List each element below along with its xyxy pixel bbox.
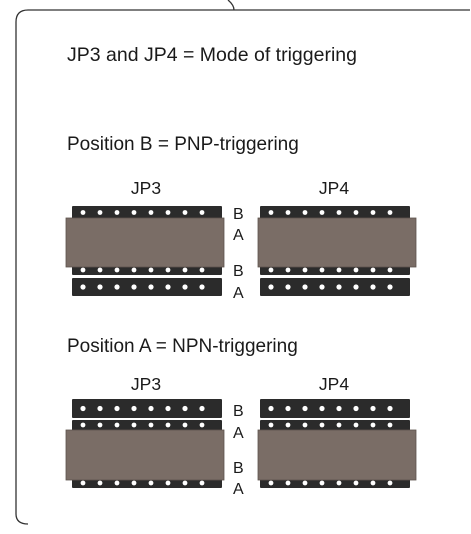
row-label: A [233, 227, 244, 244]
right-pin-header-b-top [260, 399, 410, 418]
diagram-title: JP3 and JP4 = Mode of triggering [67, 44, 357, 66]
left-jumper-label: JP3 [131, 374, 161, 394]
right-jumper-label: JP4 [319, 374, 349, 394]
left-jumper-block [65, 429, 225, 481]
right-pin-header-a-top [260, 420, 410, 432]
row-label: B [233, 263, 244, 280]
panel-frame [15, 9, 470, 525]
row-label: B [233, 460, 244, 477]
left-pin-header-a-top [72, 420, 222, 432]
row-label: A [233, 481, 244, 498]
section-heading: Position B = PNP-triggering [67, 134, 299, 155]
row-label: B [233, 206, 244, 223]
row-label: A [233, 425, 244, 442]
left-jumper-label: JP3 [131, 178, 161, 198]
right-jumper-block [257, 217, 417, 268]
section-npn: Position A = NPN-triggering JP3 JP4 [65, 336, 417, 498]
right-jumper-block [257, 429, 417, 481]
left-pin-header-a-bottom [72, 278, 222, 296]
row-label: B [233, 403, 244, 420]
left-jumper-block [65, 217, 225, 268]
right-pin-header-b-top [260, 206, 410, 219]
frame-notch [227, 0, 235, 11]
right-pin-header-a-bottom [260, 278, 410, 296]
section-heading: Position A = NPN-triggering [67, 336, 298, 357]
left-pin-header-b-top [72, 399, 222, 418]
left-pin-header-b-top [72, 206, 222, 219]
section-pnp: Position B = PNP-triggering JP3 JP4 [65, 134, 417, 302]
row-label: A [233, 285, 244, 302]
right-jumper-label: JP4 [319, 178, 349, 198]
